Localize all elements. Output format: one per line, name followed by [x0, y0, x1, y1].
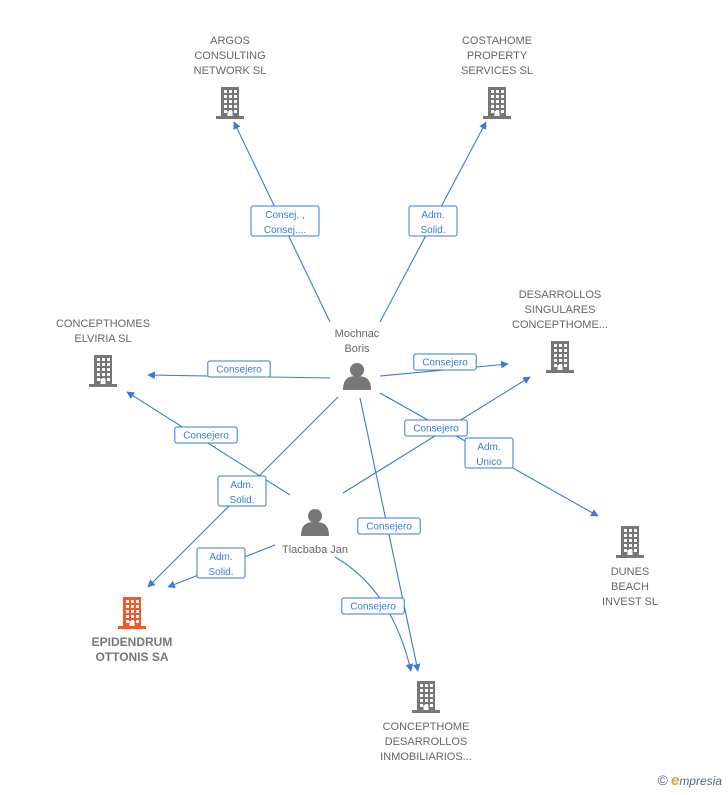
edge-label-box: [464, 437, 514, 469]
node-label: CONSULTING: [194, 50, 265, 62]
edge-label-tlacbaba-epidendrum[interactable]: Adm. Solid.: [196, 547, 246, 579]
edge-label-text: Consejero: [216, 365, 262, 376]
building-icon: [546, 341, 574, 373]
edge-label-mochnac-costahome[interactable]: Adm. Solid.: [408, 205, 458, 237]
edge-label-text: Solid.: [420, 225, 445, 236]
node-label: SERVICES SL: [461, 65, 533, 77]
edge-label-text: Solid.: [208, 567, 233, 578]
node-label: SINGULARES: [525, 304, 596, 316]
edge-label-box: [174, 426, 238, 444]
watermark: ©empresia: [658, 772, 722, 789]
node-inmobiliarios[interactable]: CONCEPTHOME DESARROLLOS INMOBILIARIOS...: [380, 681, 472, 763]
node-label: PROPERTY: [467, 50, 528, 62]
edge-label-box: [404, 419, 468, 437]
node-label: COSTAHOME: [462, 35, 532, 47]
edge-label-mochnac-elviria[interactable]: Consejero: [207, 360, 271, 378]
person-icon: [301, 509, 329, 536]
copyright-symbol: ©: [657, 772, 668, 788]
nodes-layer: ARGOS CONSULTING NETWORK SL COSTAHOME PROPER…: [56, 35, 658, 763]
node-label: ARGOS: [210, 35, 250, 47]
node-label: DESARROLLOS: [385, 736, 468, 748]
edge-label-text: Consejero: [413, 424, 459, 435]
node-costahome[interactable]: COSTAHOME PROPERTY SERVICES SL: [461, 35, 533, 119]
building-icon: [216, 87, 244, 119]
node-label: CONCEPTHOMES: [56, 318, 150, 330]
edge-label-text: Adm.: [421, 210, 444, 221]
edge-label-text: Consej....: [264, 225, 306, 236]
building-icon: [412, 681, 440, 713]
edge-label-text: Adm.: [230, 480, 253, 491]
node-label: INMOBILIARIOS...: [380, 751, 472, 763]
edge-label-box: [196, 547, 246, 579]
node-label: Tlacbaba Jan: [282, 544, 348, 556]
node-label: ELVIRIA SL: [74, 333, 131, 345]
node-elviria[interactable]: CONCEPTHOMES ELVIRIA SL: [56, 318, 150, 387]
edge-label-tlacbaba-desarrollos[interactable]: Consejero: [404, 419, 468, 437]
edge-label-tlacbaba-elviria[interactable]: Consejero: [174, 426, 238, 444]
node-argos[interactable]: ARGOS CONSULTING NETWORK SL: [194, 35, 267, 119]
edge-label-text: Adm.: [477, 442, 500, 453]
edge-label-mochnac-desarrollos[interactable]: Consejero: [413, 353, 477, 371]
building-icon: [616, 526, 644, 558]
edge-label-text: Consejero: [366, 522, 412, 533]
building-icon: [118, 597, 146, 629]
node-label: INVEST SL: [602, 596, 658, 608]
node-label: DUNES: [611, 566, 650, 578]
node-label: EPIDENDRUM: [92, 635, 173, 649]
node-dunes[interactable]: DUNES BEACH INVEST SL: [602, 526, 658, 608]
edge-label-text: Consejero: [350, 602, 396, 613]
edge-label-box: [341, 597, 405, 615]
edge-label-box: [408, 205, 458, 237]
node-label: NETWORK SL: [194, 65, 267, 77]
building-icon: [483, 87, 511, 119]
edge-label-box: [217, 475, 267, 507]
building-icon: [89, 355, 117, 387]
edge-label-box: [413, 353, 477, 371]
edges-layer: [126, 121, 599, 672]
brand-initial: e: [670, 772, 680, 789]
edge-label-box: [250, 205, 320, 237]
edge-label-tlacbaba-inmobiliarios[interactable]: Consejero: [341, 597, 405, 615]
node-label: Mochnac: [335, 328, 380, 340]
edge-label-mochnac-inmobiliarios[interactable]: Consejero: [357, 517, 421, 535]
edge-label-text: Consej. ,: [265, 210, 304, 221]
edge-label-box: [357, 517, 421, 535]
edge-label-text: Consejero: [183, 431, 229, 442]
node-label: CONCEPTHOME: [383, 721, 470, 733]
edge-label-mochnac-epidendrum[interactable]: Adm. Solid.: [217, 475, 267, 507]
edge-labels-layer: Consej. ,Consej....Adm.Solid.ConsejeroCo…: [174, 205, 514, 615]
edge-label-text: Consejero: [422, 358, 468, 369]
edge-label-text: Unico: [476, 457, 502, 468]
node-desarrollos[interactable]: DESARROLLOS SINGULARES CONCEPTHOME...: [512, 289, 608, 373]
node-tlacbaba[interactable]: Tlacbaba Jan: [282, 509, 348, 556]
edge-label-box: [207, 360, 271, 378]
brand-name: mpresia: [679, 774, 722, 788]
node-label: BEACH: [611, 581, 649, 593]
edge-label-mochnac-argos[interactable]: Consej. , Consej....: [250, 205, 320, 237]
node-label: OTTONIS SA: [95, 650, 168, 664]
node-label: DESARROLLOS: [519, 289, 602, 301]
node-label: Boris: [344, 343, 370, 355]
edge-label-mochnac-dunes[interactable]: Adm. Unico: [464, 437, 514, 469]
person-icon: [343, 363, 371, 390]
edge-label-text: Adm.: [209, 552, 232, 563]
node-label: CONCEPTHOME...: [512, 319, 608, 331]
edge-label-text: Solid.: [229, 495, 254, 506]
